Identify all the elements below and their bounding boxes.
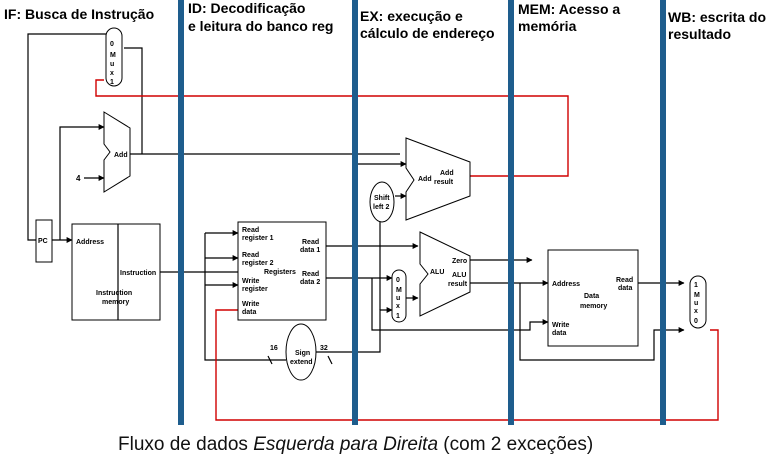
mux-ex-in0: 0 — [396, 277, 400, 284]
stage-separator-id-ex — [352, 0, 358, 425]
adder-ex — [405, 137, 471, 221]
stage-mem-title-line1: MEM: Acesso a — [518, 1, 620, 17]
instruction-memory — [71, 223, 161, 321]
mux-if — [105, 27, 123, 87]
signext-name-1: Sign — [295, 350, 310, 357]
tick-32 — [327, 355, 333, 365]
reg-readdata1-a: Read — [302, 239, 319, 246]
dmem-address: Address — [552, 281, 580, 288]
wire-pc4-to-mux — [124, 47, 143, 154]
imem-name-1: Instruction — [96, 290, 132, 297]
dmem-writedata-1: Write — [552, 322, 569, 329]
caption-part1: Fluxo de dados — [118, 434, 253, 455]
wire-pc-to-add — [59, 124, 105, 240]
shift-label-2: left 2 — [373, 204, 389, 211]
stage-id-title-line1: ID: Decodificação — [188, 0, 305, 16]
caption-emphasis: Esquerda para Direita — [253, 434, 438, 455]
adder-ex-label: Add — [418, 176, 432, 183]
adder-ex-out-2: result — [434, 179, 454, 186]
alu — [419, 231, 471, 317]
mux-if-in0: 0 — [110, 41, 114, 48]
dmem-readdata-2: data — [618, 285, 633, 292]
reg-readdata2-b: data 2 — [300, 279, 320, 286]
stage-separator-if-id — [178, 0, 184, 425]
wire-pc-mux-to-pc — [27, 33, 112, 241]
mux-wb — [689, 275, 707, 329]
caption: Fluxo de dados Esquerda para Direita (co… — [118, 434, 593, 455]
imem-instruction: Instruction — [120, 270, 156, 277]
mux-ex-m: M — [396, 287, 402, 294]
tick-16 — [267, 355, 273, 365]
stage-ex-title-line1: EX: execução e — [360, 8, 463, 24]
mux-if-x: x — [110, 70, 114, 77]
stage-wb-title-line2: resultado — [668, 26, 731, 42]
reg-readreg2-a: Read — [242, 252, 259, 259]
signext-in-width: 16 — [270, 345, 278, 352]
caption-part2: (com 2 exceções) — [438, 434, 593, 455]
stage-ex-title-line2: cálculo de endereço — [360, 25, 495, 41]
stage-separator-mem-wb — [660, 0, 666, 425]
imem-address: Address — [76, 239, 104, 246]
pc-register — [35, 219, 53, 263]
wire-pc4-to-add-ex — [354, 154, 407, 167]
writeback-feedback — [215, 309, 719, 421]
reg-writereg-a: Write — [242, 278, 259, 285]
mux-ex-x: x — [396, 303, 400, 310]
reg-name: Registers — [264, 269, 296, 276]
mux-wb-in1: 1 — [694, 282, 698, 289]
dmem-name-2: memory — [580, 303, 607, 310]
mux-wb-u: u — [694, 300, 698, 307]
mux-wb-in0: 0 — [694, 318, 698, 325]
stage-wb-title-line1: WB: escrita do — [668, 9, 766, 25]
signext-out-width: 32 — [320, 345, 328, 352]
pc-label: PC — [38, 238, 48, 245]
stage-id-title-line2: e leitura do banco reg — [188, 18, 333, 34]
mux-if-m: M — [110, 52, 116, 59]
reg-readreg1-a: Read — [242, 227, 259, 234]
mux-if-in1: 1 — [110, 79, 114, 86]
mux-ex-in1: 1 — [396, 313, 400, 320]
data-memory — [547, 249, 639, 347]
mux-if-u: u — [110, 61, 114, 68]
alu-result-2: result — [448, 281, 468, 288]
wire-signext-to-mux — [316, 307, 393, 353]
dmem-writedata-2: data — [552, 330, 567, 337]
register-file — [237, 221, 327, 321]
imem-name-2: memory — [102, 299, 129, 306]
shift-label-1: Shift — [374, 195, 390, 202]
reg-writedata-b: data — [242, 309, 257, 316]
signext-name-2: extend — [290, 359, 313, 366]
mux-wb-x: x — [694, 308, 698, 315]
reg-readreg1-b: register 1 — [242, 235, 274, 242]
wire-readdata2-to-dmem — [371, 278, 549, 331]
dmem-name-1: Data — [584, 293, 599, 300]
adder-ex-out-1: Add — [440, 170, 454, 177]
wire-instruction-split — [204, 233, 286, 361]
alu-result-1: ALU — [452, 272, 466, 279]
mux-ex — [391, 269, 407, 323]
reg-writedata-a: Write — [242, 301, 259, 308]
shift-left-2 — [369, 181, 395, 223]
sign-extend — [285, 323, 317, 381]
adder-if — [103, 111, 131, 193]
reg-readreg2-b: register 2 — [242, 260, 274, 267]
reg-writereg-b: register — [242, 286, 268, 293]
stage-mem-title-line2: memória — [518, 18, 577, 34]
branch-target-feedback — [95, 79, 569, 177]
stage-if-title: IF: Busca de Instrução — [4, 6, 154, 22]
mux-wb-m: M — [694, 292, 700, 299]
reg-readdata1-b: data 1 — [300, 247, 320, 254]
const-four: 4 — [76, 174, 81, 183]
stage-separator-ex-mem — [508, 0, 514, 425]
adder-if-label: Add — [114, 152, 128, 159]
alu-zero: Zero — [452, 258, 467, 265]
reg-readdata2-a: Read — [302, 271, 319, 278]
alu-label: ALU — [430, 269, 444, 276]
mux-ex-u: u — [396, 295, 400, 302]
dmem-readdata-1: Read — [616, 277, 633, 284]
